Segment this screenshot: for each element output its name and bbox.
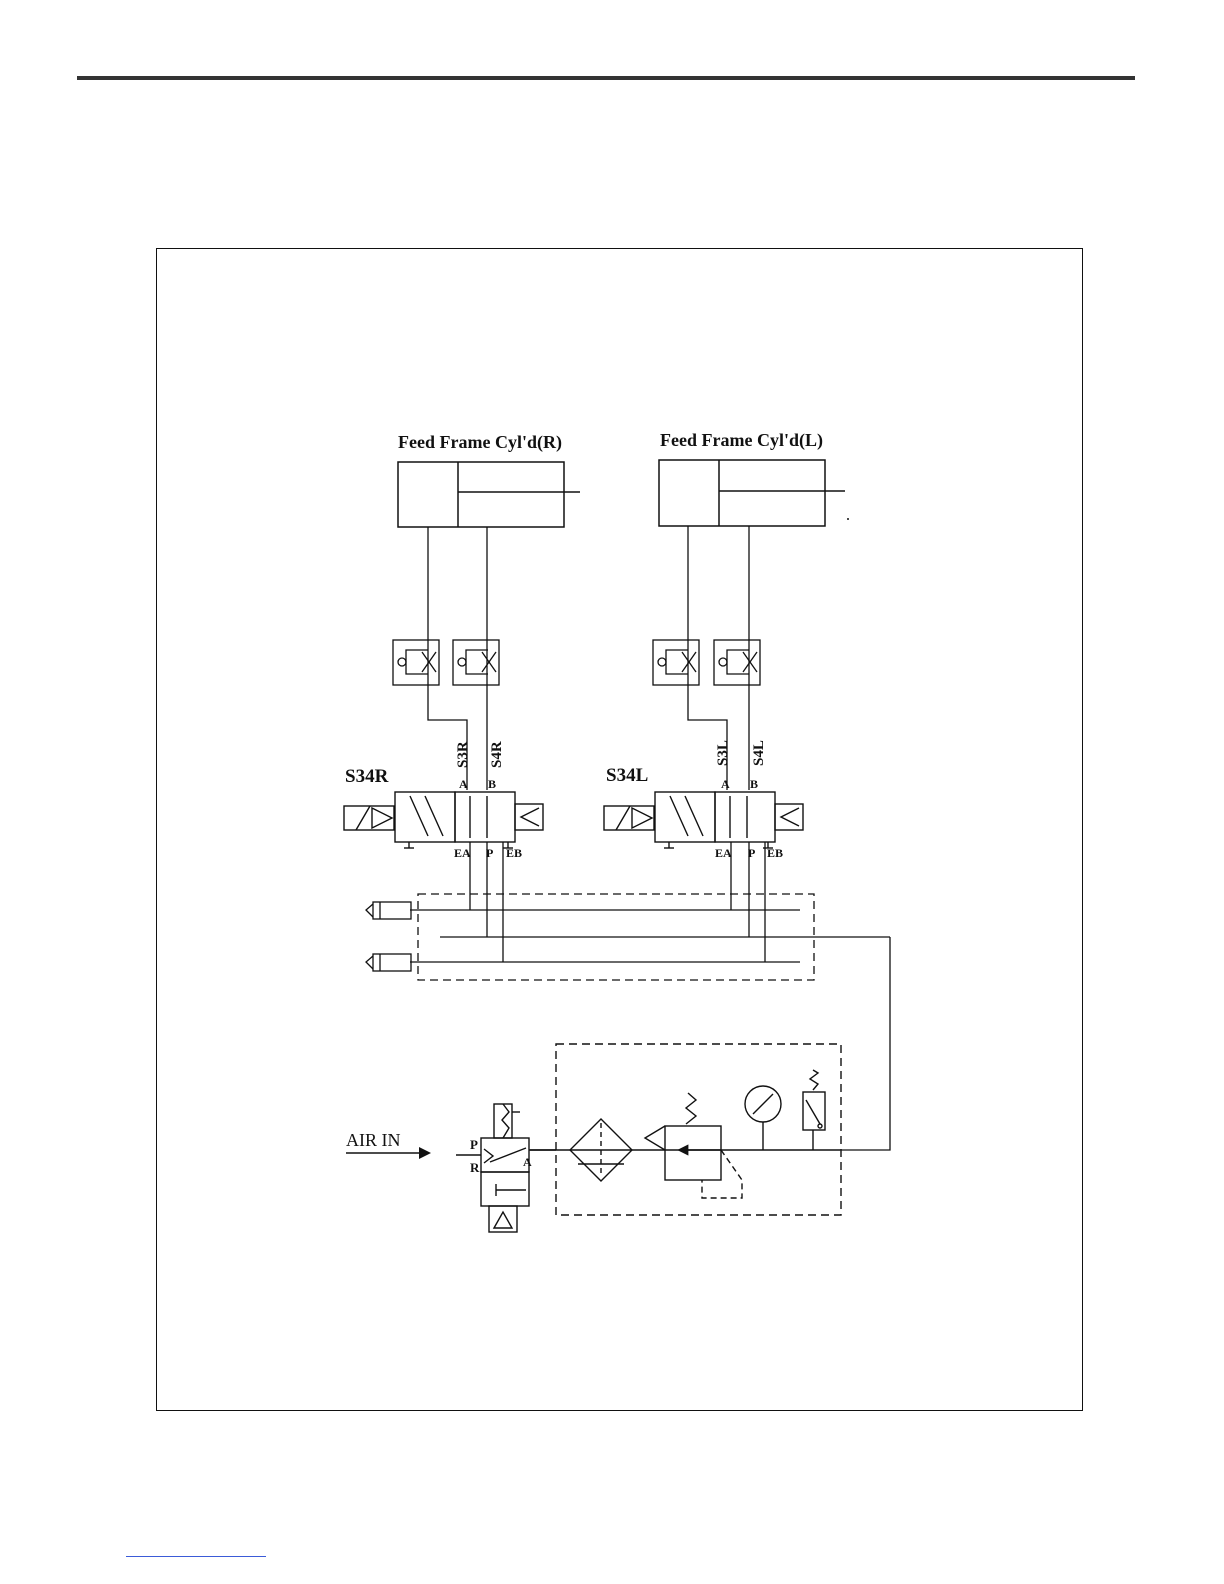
cylinder-right-label: Feed Frame Cyl'd(R) bbox=[398, 432, 562, 453]
port-eb-left: EB bbox=[767, 846, 783, 860]
port-eb-right: EB bbox=[506, 846, 522, 860]
cylinder-left bbox=[659, 460, 845, 526]
supply-lines bbox=[428, 526, 749, 790]
port-b-right: B bbox=[488, 777, 496, 791]
port-r-shutoff: R bbox=[470, 1160, 480, 1175]
valve-right-label: S34R bbox=[345, 766, 389, 787]
cylinder-right bbox=[398, 462, 580, 527]
port-ea-right: EA bbox=[454, 846, 471, 860]
valve-left-label: S34L bbox=[606, 765, 648, 786]
line-label-s3l: S3L bbox=[715, 740, 731, 766]
manifold bbox=[366, 842, 890, 1150]
valve-s34l bbox=[604, 792, 803, 848]
port-a-right: A bbox=[459, 777, 468, 791]
flow-control-valves bbox=[393, 640, 760, 685]
cylinder-left-label: Feed Frame Cyl'd(L) bbox=[660, 430, 823, 451]
port-a-shutoff: A bbox=[523, 1155, 532, 1169]
port-p-shutoff: P bbox=[470, 1137, 478, 1152]
air-in-label: AIR IN bbox=[346, 1130, 401, 1150]
footer-link-underline bbox=[126, 1556, 266, 1557]
line-label-s4l: S4L bbox=[751, 740, 767, 766]
line-label-s3r: S3R bbox=[455, 741, 471, 768]
port-ea-left: EA bbox=[715, 846, 732, 860]
port-a-left: A bbox=[721, 777, 730, 791]
line-label-s4r: S4R bbox=[489, 741, 505, 768]
frl-unit bbox=[530, 1044, 841, 1215]
port-b-left: B bbox=[750, 777, 758, 791]
valve-s34r bbox=[344, 792, 543, 848]
